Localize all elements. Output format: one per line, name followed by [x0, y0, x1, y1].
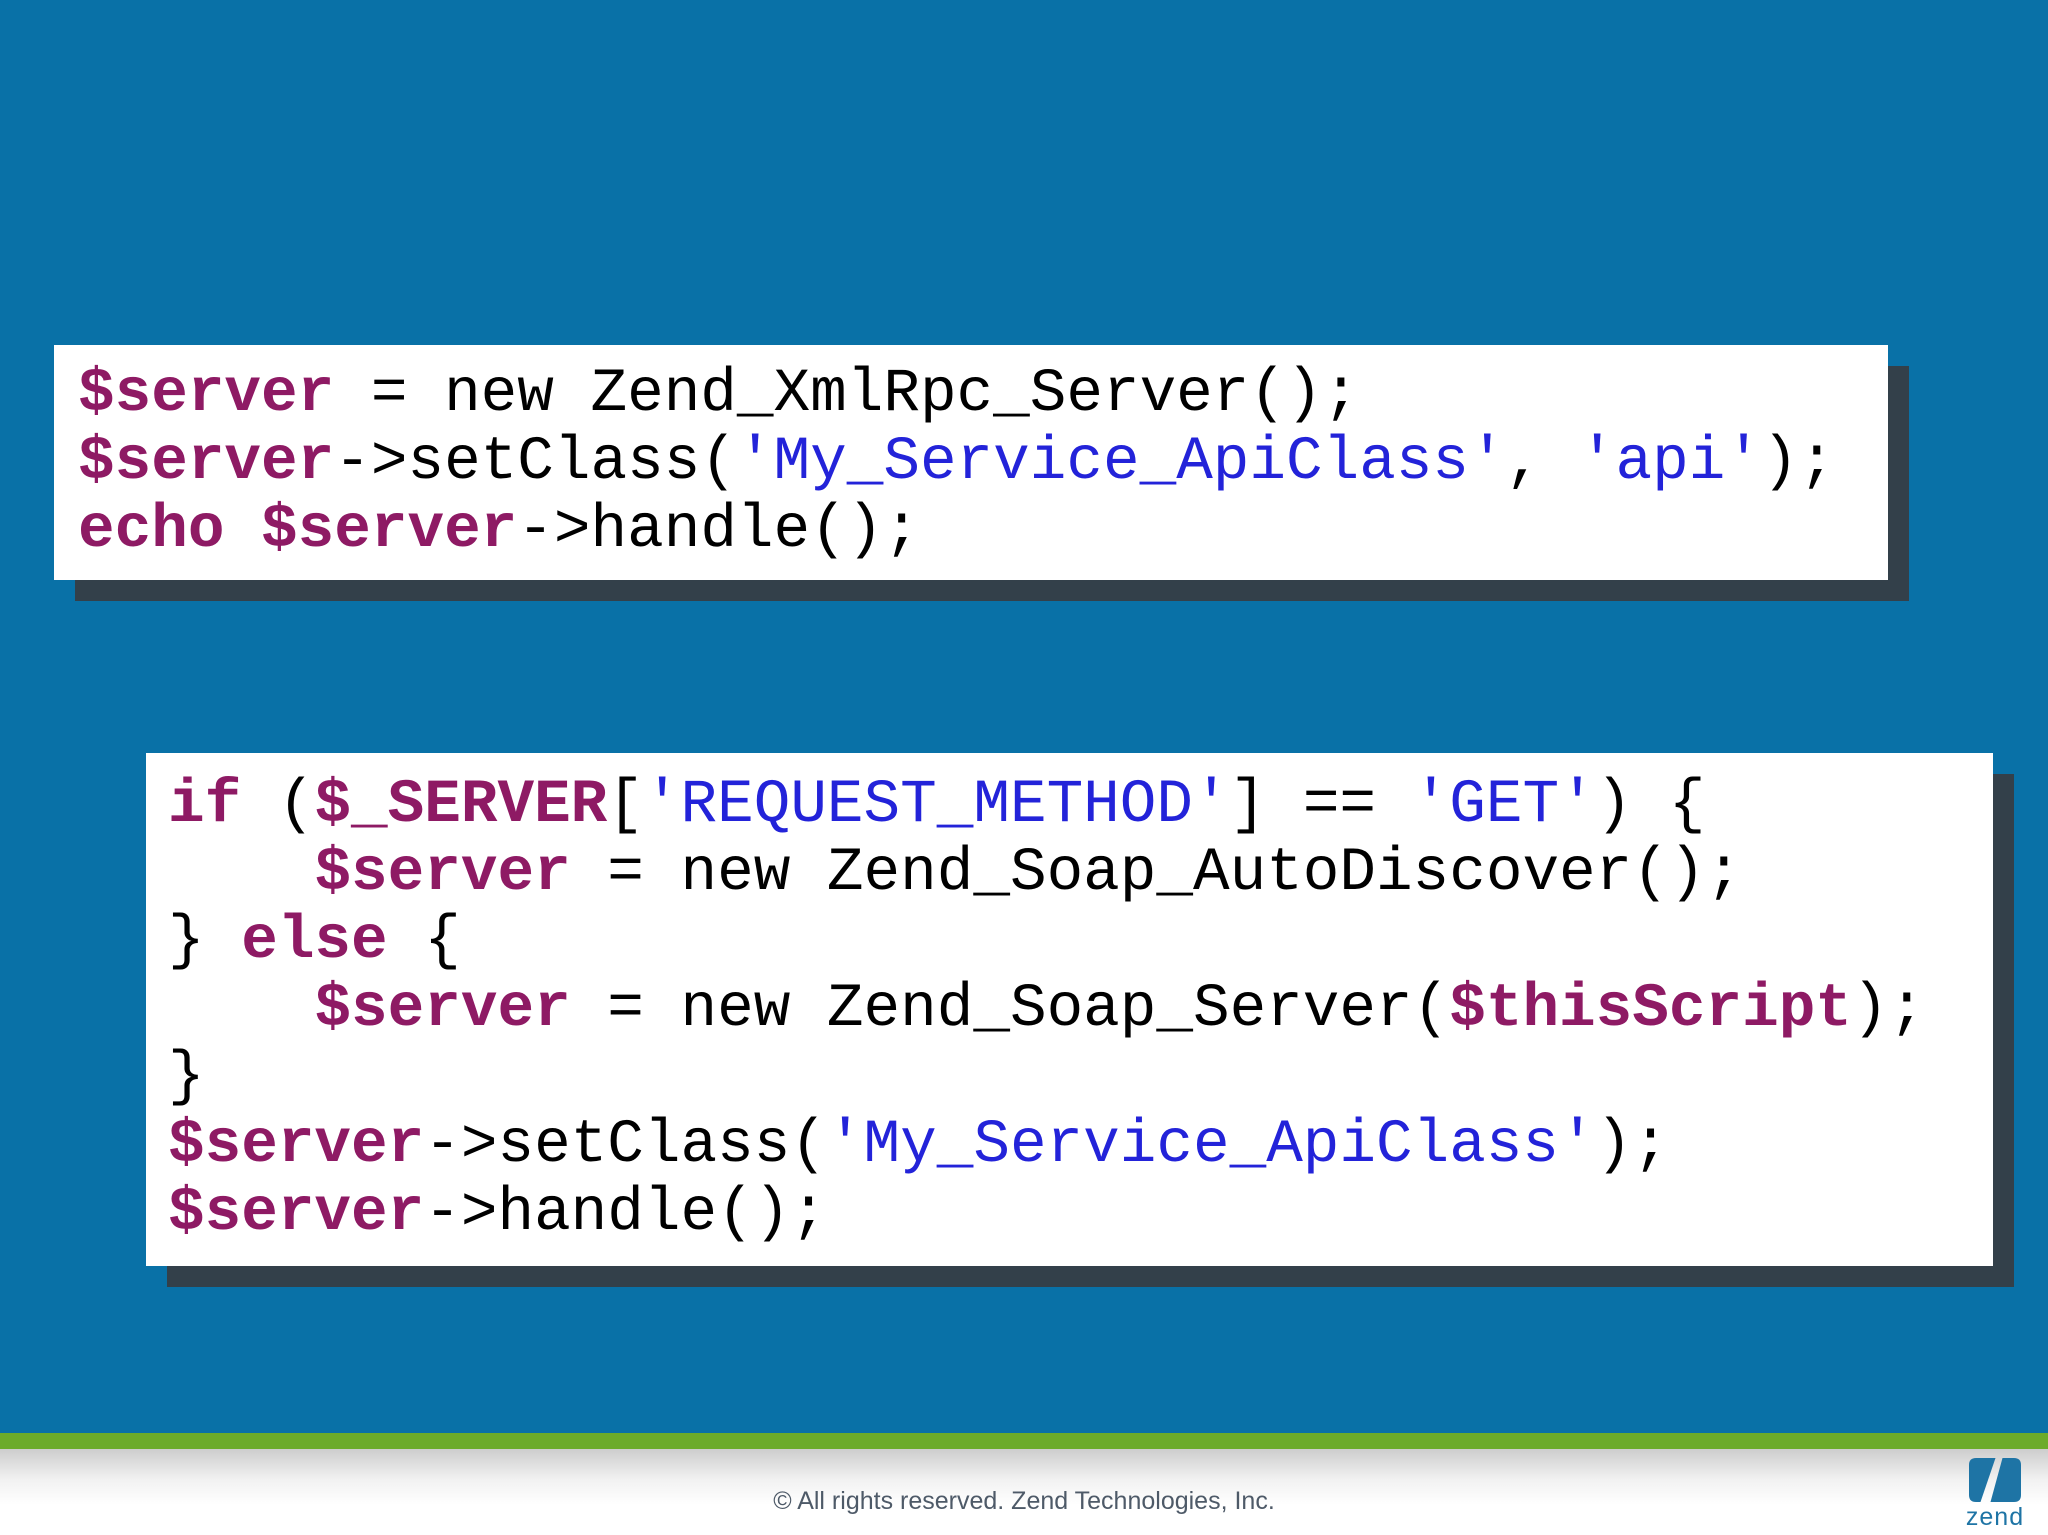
code-token-var: $server [261, 496, 518, 565]
code-token-plain [168, 839, 314, 908]
code-token-plain: ->setClass( [424, 1111, 827, 1180]
code-token-var: $_SERVER [314, 771, 608, 840]
code-line: $server = new Zend_Soap_AutoDiscover(); [168, 840, 1993, 908]
code-token-plain: [ [607, 771, 644, 840]
code-token-var: $server [168, 1179, 425, 1248]
code-line: if ($_SERVER['REQUEST_METHOD'] == 'GET')… [168, 772, 1993, 840]
code-token-plain: ->handle(); [517, 496, 920, 565]
code-token-plain: ] == [1229, 771, 1413, 840]
code-token-var: $server [78, 428, 335, 497]
zend-logo-wordmark: zend [1965, 1503, 2025, 1531]
code-token-str: 'REQUEST_METHOD' [643, 771, 1230, 840]
code-token-var: $server [314, 975, 571, 1044]
code-token-str: 'My_Service_ApiClass' [736, 428, 1506, 497]
code-box-soap: if ($_SERVER['REQUEST_METHOD'] == 'GET')… [146, 753, 1993, 1266]
code-line: $server->setClass('My_Service_ApiClass')… [168, 1112, 1993, 1180]
code-line: $server->setClass('My_Service_ApiClass',… [78, 429, 1888, 497]
code-token-var: $server [78, 360, 335, 429]
code-line: } [168, 1044, 1993, 1112]
code-token-str: 'My_Service_ApiClass' [826, 1111, 1596, 1180]
code-token-str: 'GET' [1412, 771, 1596, 840]
code-token-plain: ( [241, 771, 315, 840]
code-token-var: $server [314, 839, 571, 908]
code-token-plain: ); [1851, 975, 1926, 1044]
code-token-var: $server [168, 1111, 425, 1180]
code-token-kw: else [241, 907, 388, 976]
code-line: } else { [168, 908, 1993, 976]
code-token-plain: ); [1761, 428, 1836, 497]
zend-logo: zend [1963, 1458, 2027, 1532]
code-token-kw: echo [78, 496, 225, 565]
code-token-str: 'api' [1578, 428, 1762, 497]
code-token-plain: ->handle(); [424, 1179, 827, 1248]
code-box-xmlrpc: $server = new Zend_XmlRpc_Server();$serv… [54, 345, 1888, 580]
code-line: $server->handle(); [168, 1180, 1993, 1248]
code-token-plain: ->setClass( [334, 428, 737, 497]
code-token-plain: , [1505, 428, 1579, 497]
code-token-plain: = new Zend_Soap_Server( [570, 975, 1450, 1044]
code-token-plain: ) { [1595, 771, 1706, 840]
code-token-plain: = new Zend_XmlRpc_Server(); [334, 360, 1360, 429]
code-token-var: $thisScript [1449, 975, 1852, 1044]
code-token-plain: } [168, 1043, 205, 1112]
green-divider-bar [0, 1433, 2048, 1449]
code-line: $server = new Zend_Soap_Server($thisScri… [168, 976, 1993, 1044]
zend-logo-mark-icon [1969, 1458, 2021, 1502]
code-token-kw: if [168, 771, 242, 840]
code-token-plain [168, 975, 314, 1044]
code-token-plain: = new Zend_Soap_AutoDiscover(); [570, 839, 1743, 908]
code-token-plain: } [168, 907, 242, 976]
copyright-text: © All rights reserved. Zend Technologies… [773, 1487, 1275, 1515]
code-line: echo $server->handle(); [78, 497, 1888, 565]
code-line: $server = new Zend_XmlRpc_Server(); [78, 361, 1888, 429]
footer-band: © All rights reserved. Zend Technologies… [0, 1449, 2048, 1535]
code-token-plain: ); [1595, 1111, 1669, 1180]
code-token-plain [224, 496, 261, 565]
code-token-plain: { [387, 907, 461, 976]
